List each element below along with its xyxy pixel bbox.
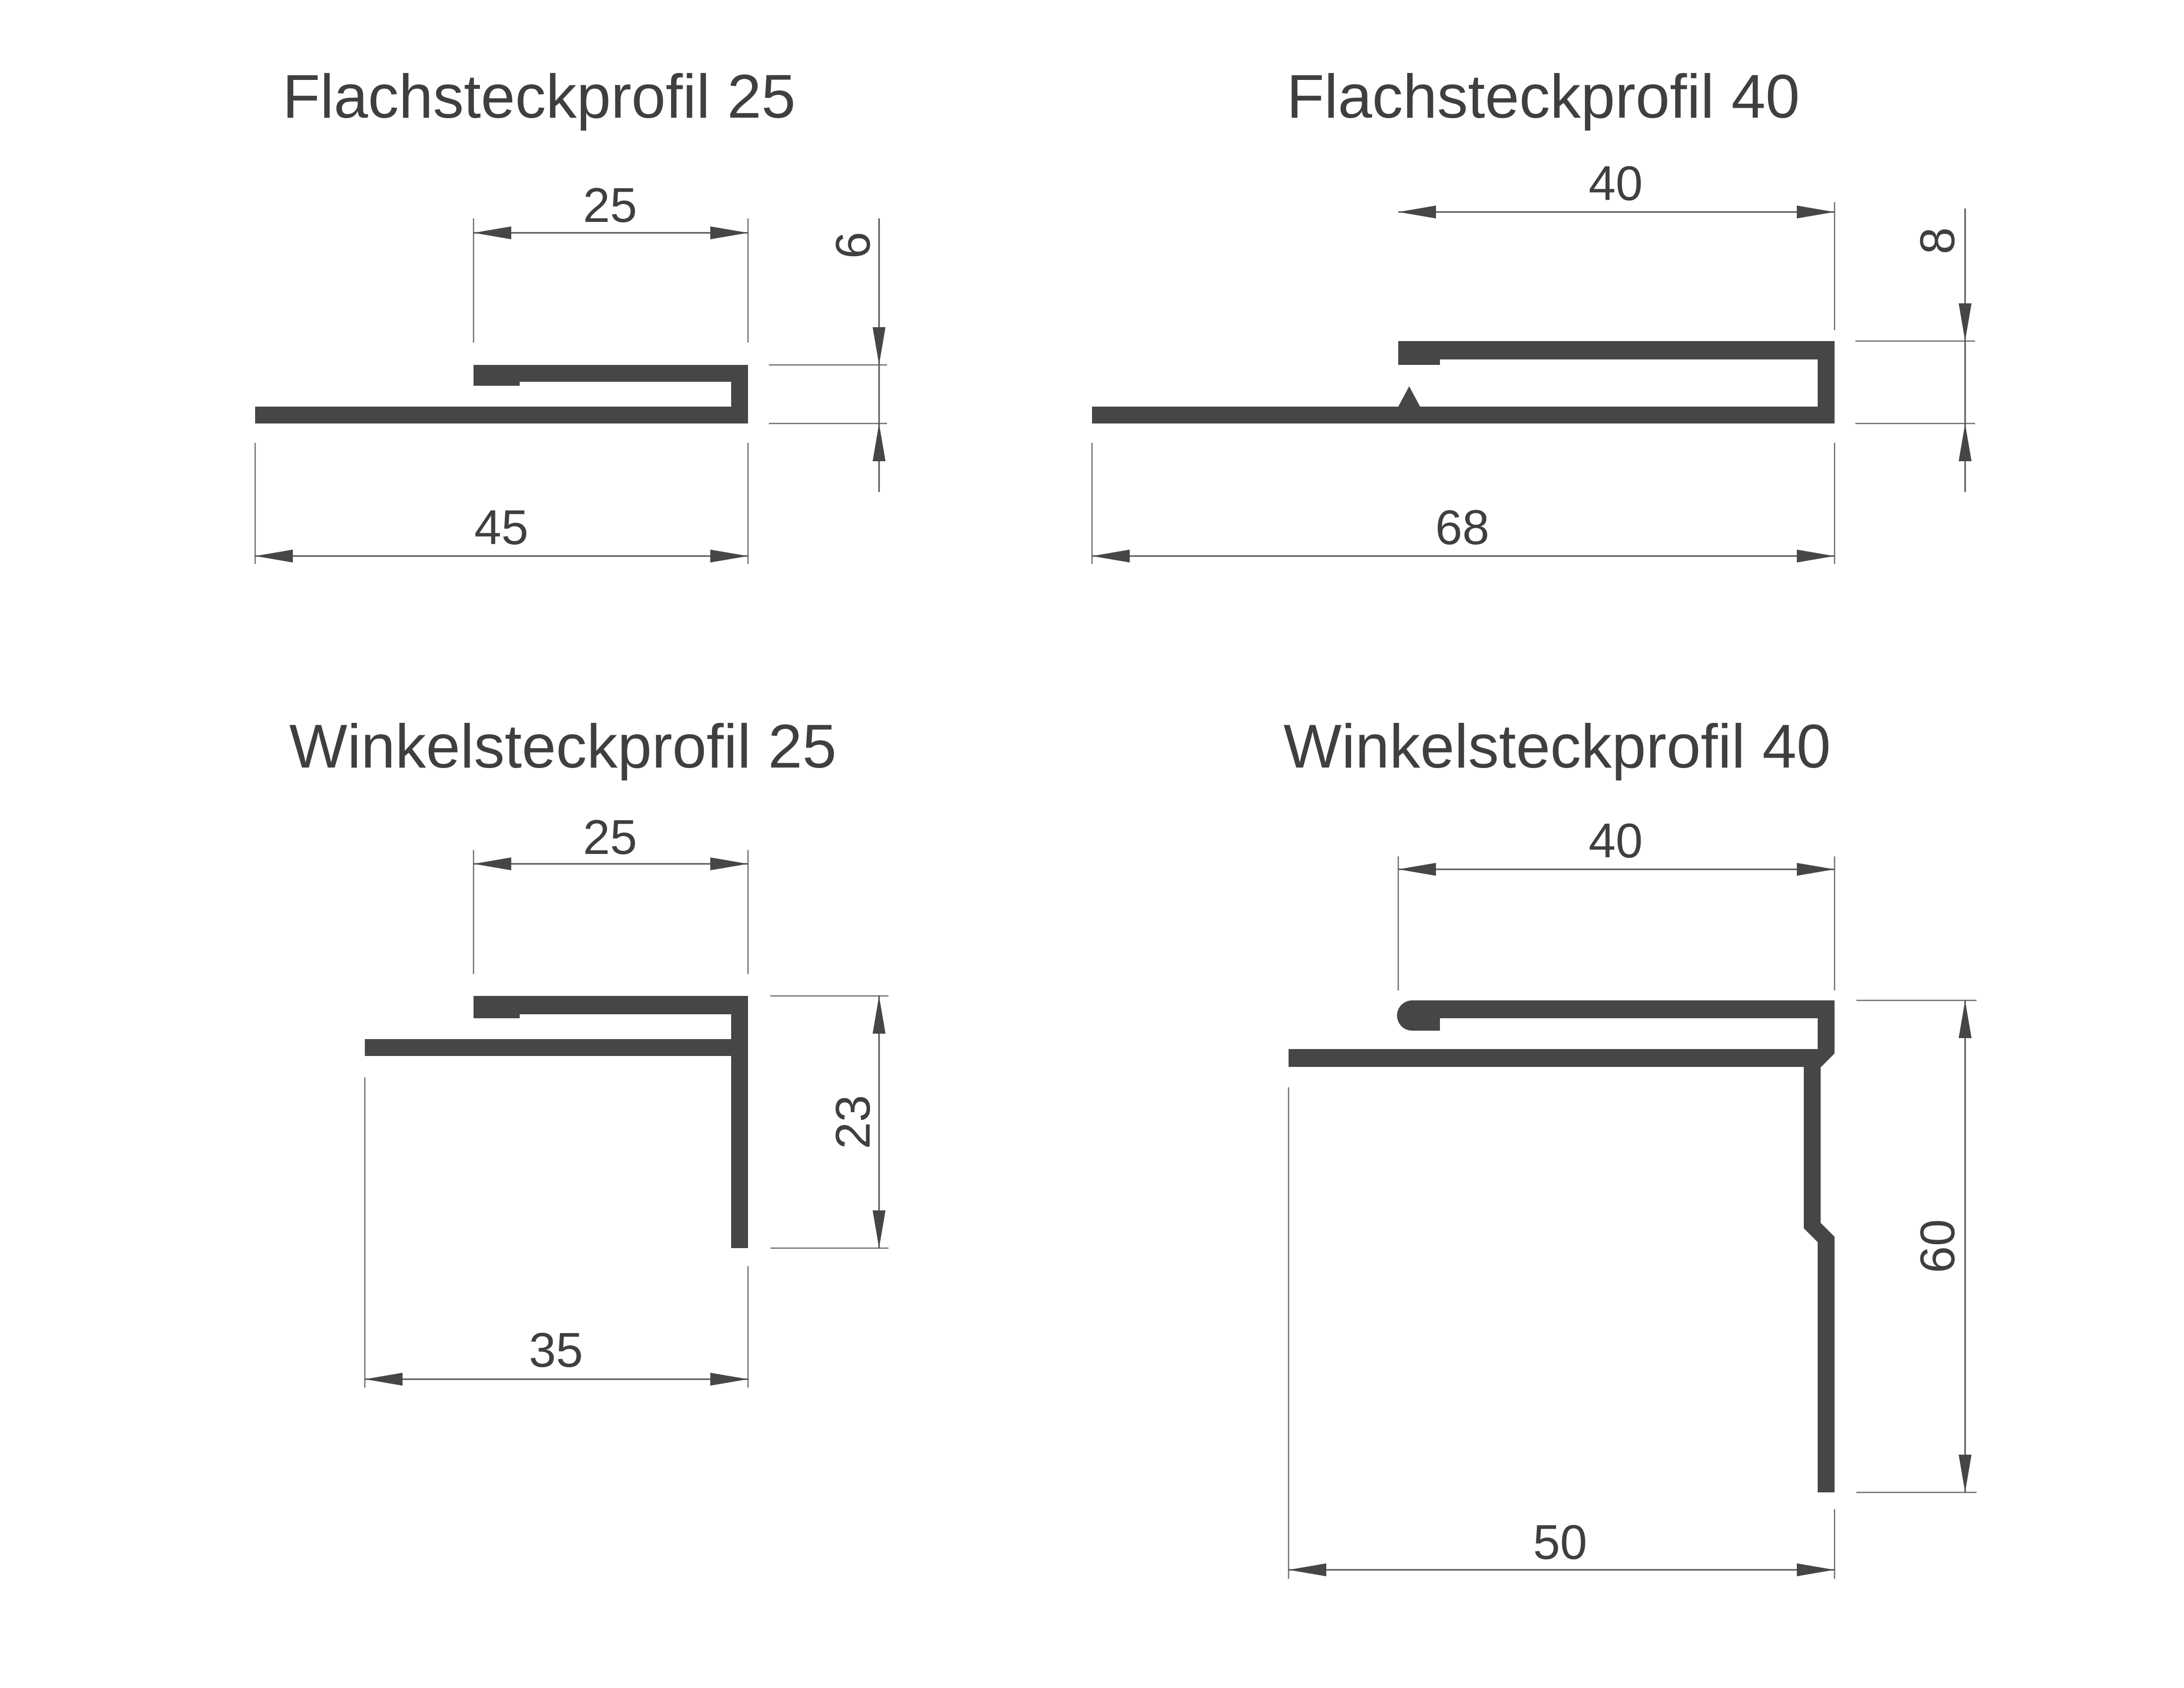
svg-text:68: 68	[1435, 500, 1489, 555]
drawing-winkelsteckprofil-40: Winkelsteckprofil 40 40 50 60	[1284, 712, 1977, 1579]
dimension-height: 6	[769, 218, 887, 492]
arrowhead-icon	[1959, 303, 1972, 341]
dimension-height: 8	[1855, 209, 1975, 492]
arrowhead-icon	[1797, 863, 1835, 876]
arrowhead-icon	[873, 1210, 886, 1248]
profile-cross-section	[1289, 1000, 1835, 1492]
arrowhead-icon	[1398, 206, 1436, 218]
dimension-total-width: 35	[364, 1077, 749, 1388]
svg-text:25: 25	[583, 810, 637, 864]
profile-cross-section	[365, 996, 748, 1248]
arrowhead-icon	[710, 550, 748, 563]
svg-text:40: 40	[1588, 813, 1642, 868]
dimension-top-width: 25	[473, 178, 749, 343]
arrowhead-icon	[710, 1373, 748, 1386]
arrowhead-icon	[1289, 1563, 1326, 1576]
svg-text:8: 8	[1910, 227, 1965, 255]
drawing-flachsteckprofil-25: Flachsteckprofil 25 25 45 6	[254, 63, 887, 564]
arrowhead-icon	[365, 1373, 403, 1386]
arrowhead-icon	[255, 550, 293, 563]
drawing-title: Winkelsteckprofil 25	[289, 712, 837, 781]
profile-cross-section	[1092, 341, 1835, 423]
arrowhead-icon	[1797, 550, 1835, 563]
dimension-top-width: 40	[1397, 813, 1836, 990]
arrowhead-icon	[1959, 423, 1972, 461]
arrowhead-icon	[710, 226, 748, 239]
arrowhead-icon	[1959, 1000, 1972, 1038]
arrowhead-icon	[873, 996, 886, 1034]
arrowhead-icon	[1797, 1563, 1835, 1576]
drawing-winkelsteckprofil-25: Winkelsteckprofil 25 25 35 23	[289, 712, 888, 1388]
arrowhead-icon	[873, 423, 886, 461]
arrowhead-icon	[1959, 1455, 1972, 1492]
dimension-total-width: 50	[1288, 1087, 1836, 1579]
dimension-top-width: 25	[473, 810, 749, 974]
svg-text:60: 60	[1910, 1219, 1965, 1273]
arrowhead-icon	[1092, 550, 1130, 563]
svg-text:50: 50	[1533, 1515, 1587, 1569]
arrowhead-icon	[1398, 863, 1436, 876]
drawing-flachsteckprofil-40: Flachsteckprofil 40 40 68 8	[1091, 63, 1975, 564]
drawing-title: Flachsteckprofil 25	[282, 63, 796, 131]
arrowhead-icon	[710, 857, 748, 870]
dimension-total-width: 45	[254, 443, 749, 564]
svg-text:25: 25	[583, 178, 637, 232]
dimension-total-width: 68	[1091, 443, 1836, 564]
arrowhead-icon	[474, 226, 511, 239]
arrowhead-icon	[873, 327, 886, 365]
drawing-title: Winkelsteckprofil 40	[1284, 712, 1831, 781]
svg-text:45: 45	[474, 500, 528, 555]
drawing-title: Flachsteckprofil 40	[1287, 63, 1800, 131]
profile-cross-section	[255, 365, 748, 423]
svg-text:40: 40	[1588, 156, 1642, 211]
svg-text:35: 35	[529, 1323, 583, 1377]
arrowhead-icon	[474, 857, 511, 870]
dimension-height: 23	[770, 995, 888, 1249]
svg-text:6: 6	[825, 232, 880, 259]
dimension-top-width: 40	[1398, 156, 1836, 330]
svg-text:23: 23	[825, 1095, 880, 1149]
arrowhead-icon	[1797, 206, 1835, 218]
dimension-height: 60	[1856, 999, 1977, 1493]
